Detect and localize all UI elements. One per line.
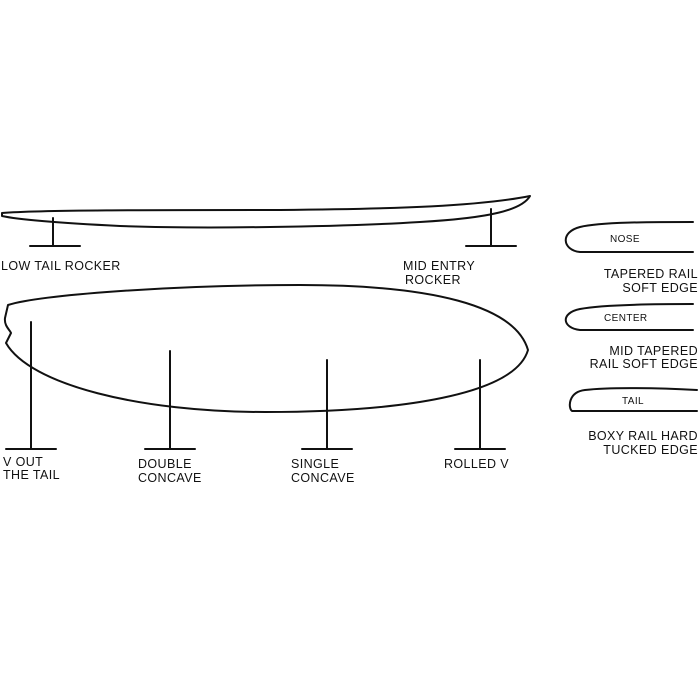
double-concave-label-line2: CONCAVE — [138, 471, 202, 485]
nose-rail-desc-line2: SOFT EDGE — [622, 281, 698, 295]
mid-entry-rocker-label-line1: MID ENTRY — [403, 259, 476, 273]
tail-rail-tag: TAIL — [622, 396, 644, 407]
side-profile-outline — [1, 195, 531, 229]
rolled-v-label: ROLLED V — [444, 457, 510, 471]
mid-entry-rocker-label-line2: ROCKER — [405, 273, 461, 287]
nose-rail-desc-line1: TAPERED RAIL — [603, 267, 698, 281]
board-side-profile — [1, 195, 531, 247]
tail-rail-desc-line1: BOXY RAIL HARD — [588, 429, 698, 443]
single-concave-label-line1: SINGLE — [291, 457, 340, 471]
center-rail-shape — [564, 303, 694, 331]
low-tail-rocker-label: LOW TAIL ROCKER — [1, 259, 121, 273]
tail-rail-desc-line2: TUCKED EDGE — [603, 443, 698, 457]
rail-sections — [564, 221, 698, 412]
center-rail-tag: CENTER — [604, 313, 648, 324]
nose-rail-tag: NOSE — [610, 234, 640, 245]
double-concave-label-line1: DOUBLE — [138, 457, 192, 471]
bottom-outline — [3, 284, 529, 413]
v-out-tail-label-line2: THE TAIL — [3, 468, 60, 482]
tail-rail-shape — [568, 387, 698, 412]
v-out-tail-label-line1: V OUT — [3, 455, 44, 469]
center-rail-desc-line2: RAIL SOFT EDGE — [589, 357, 698, 371]
single-concave-label-line2: CONCAVE — [291, 471, 355, 485]
nose-rail-shape — [564, 221, 694, 253]
board-bottom-view — [3, 284, 529, 450]
center-rail-desc-line1: MID TAPERED — [609, 344, 698, 358]
